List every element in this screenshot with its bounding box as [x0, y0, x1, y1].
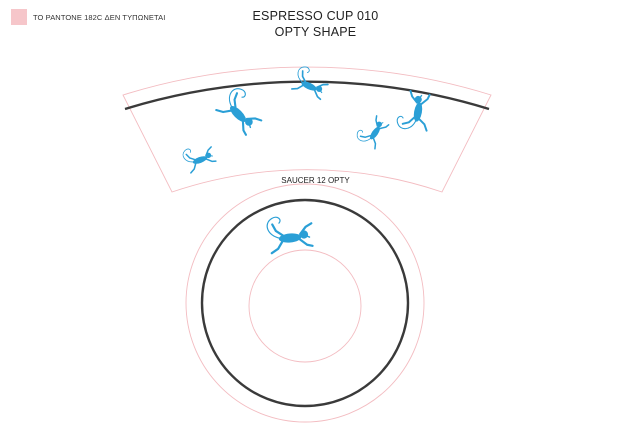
cup-wrap-outline — [122, 66, 492, 193]
cup-monkey-2 — [289, 63, 332, 103]
cup-rim-line — [124, 80, 490, 111]
pantone-swatch — [11, 9, 27, 25]
product-title: ESPRESSO CUP 010 — [252, 9, 379, 23]
cup-monkey-4 — [353, 111, 392, 151]
saucer-rim-line — [200, 198, 410, 408]
pantone-legend: ΤΟ PANTONE 182C ΔΕΝ ΤΥΠΩΝΕΤΑΙ — [11, 9, 165, 25]
title-block: ESPRESSO CUP 010 OPTY SHAPE — [0, 8, 631, 40]
saucer-outer-outline — [185, 183, 425, 423]
shape-subtitle: OPTY SHAPE — [274, 25, 357, 39]
saucer-well-outline — [248, 249, 362, 363]
saucer-label: SAUCER 12 OPTY — [281, 176, 350, 185]
cup-monkey-1 — [213, 84, 269, 139]
cup-monkey-5 — [395, 88, 434, 134]
cup-monkey-3 — [180, 140, 218, 175]
pantone-legend-label: ΤΟ PANTONE 182C ΔΕΝ ΤΥΠΩΝΕΤΑΙ — [33, 12, 166, 22]
saucer-monkey — [265, 213, 315, 255]
